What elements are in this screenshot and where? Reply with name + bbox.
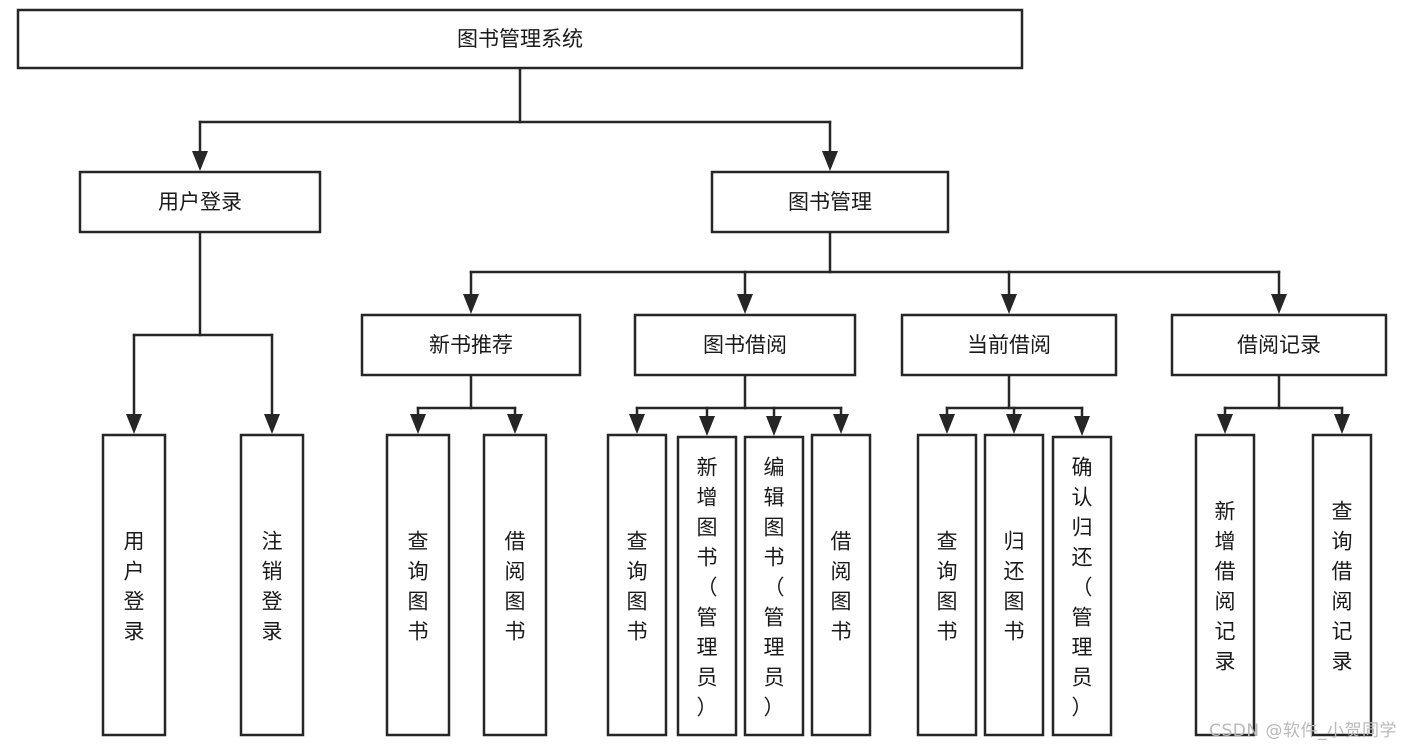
arrow-head-icon: [737, 294, 753, 314]
node-label: 新增借阅记录: [1215, 499, 1236, 673]
node-label: 当前借阅: [967, 333, 1051, 357]
node-label: 借阅图书: [505, 529, 526, 643]
connector-layer: [126, 66, 1350, 436]
node-label: 用户登录: [158, 190, 242, 214]
node-box: [983, 433, 1045, 737]
arrow-head-icon: [766, 416, 782, 436]
node-leaf-borrow-book-1[interactable]: 借阅图书: [482, 433, 548, 737]
node-leaf-edit-book[interactable]: 编辑图书（管理员）: [743, 435, 805, 737]
node-label: 查询图书: [627, 529, 648, 643]
node-box: [710, 170, 950, 234]
node-label: 注销登录: [262, 529, 283, 643]
node-leaf-return-book[interactable]: 归还图书: [983, 433, 1045, 737]
arrow-head-icon: [463, 294, 479, 314]
node-label: 归还图书: [1004, 529, 1025, 643]
node-leaf-query-record[interactable]: 查询借阅记录: [1311, 433, 1373, 737]
node-box: [482, 433, 548, 737]
node-label: 图书借阅: [703, 333, 787, 357]
node-box: [1051, 435, 1113, 737]
node-book-borrow[interactable]: 图书借阅: [633, 313, 857, 377]
arrow-head-icon: [1006, 414, 1022, 434]
arrow-head-icon: [264, 414, 280, 434]
node-leaf-query-book-1[interactable]: 查询图书: [385, 433, 451, 737]
node-leaf-query-book-3[interactable]: 查询图书: [916, 433, 978, 737]
arrow-head-icon: [192, 151, 208, 171]
node-box: [78, 170, 322, 234]
node-box: [900, 313, 1118, 377]
node-label: 新书推荐: [429, 333, 513, 357]
node-box: [385, 433, 451, 737]
node-label: 借阅图书: [831, 529, 852, 643]
node-box: [1311, 433, 1373, 737]
arrow-head-icon: [1271, 294, 1287, 314]
node-label: 确认归还（管理员）: [1072, 455, 1093, 719]
arrow-head-icon: [699, 416, 715, 436]
arrow-head-icon: [833, 414, 849, 434]
node-book-manage[interactable]: 图书管理: [710, 170, 950, 234]
node-box: [1170, 313, 1388, 377]
arrow-head-icon: [1334, 414, 1350, 434]
node-label: 借阅记录: [1237, 333, 1321, 357]
node-box: [606, 433, 668, 737]
node-label: 查询图书: [408, 529, 429, 643]
node-label: 图书管理: [788, 190, 872, 214]
node-box: [633, 313, 857, 377]
node-leaf-query-book-2[interactable]: 查询图书: [606, 433, 668, 737]
node-label: 编辑图书（管理员）: [764, 455, 785, 719]
node-leaf-confirm-return[interactable]: 确认归还（管理员）: [1051, 435, 1113, 737]
arrow-head-icon: [1217, 414, 1233, 434]
arrow-head-icon: [126, 414, 142, 434]
arrow-head-icon: [507, 414, 523, 434]
node-box: [239, 433, 305, 737]
node-leaf-logout[interactable]: 注销登录: [239, 433, 305, 737]
node-box: [1194, 433, 1256, 737]
node-box: [16, 8, 1024, 70]
arrow-head-icon: [822, 151, 838, 171]
node-user-login[interactable]: 用户登录: [78, 170, 322, 234]
node-box: [916, 433, 978, 737]
node-box: [360, 313, 582, 377]
node-box: [101, 433, 167, 737]
arrow-head-icon: [939, 414, 955, 434]
node-label: 图书管理系统: [457, 27, 583, 51]
node-leaf-add-book[interactable]: 新增图书（管理员）: [676, 435, 738, 737]
node-label: 新增图书（管理员）: [697, 455, 718, 719]
arrow-head-icon: [1001, 294, 1017, 314]
arrow-head-icon: [1074, 416, 1090, 436]
node-label: 查询图书: [937, 529, 958, 643]
node-box: [743, 435, 805, 737]
node-box: [676, 435, 738, 737]
node-box: [810, 433, 872, 737]
node-current-borrow[interactable]: 当前借阅: [900, 313, 1118, 377]
node-leaf-add-record[interactable]: 新增借阅记录: [1194, 433, 1256, 737]
node-borrow-record[interactable]: 借阅记录: [1170, 313, 1388, 377]
node-label: 用户登录: [124, 529, 145, 643]
arrow-head-icon: [629, 414, 645, 434]
node-root[interactable]: 图书管理系统: [16, 8, 1024, 70]
node-leaf-borrow-book-2[interactable]: 借阅图书: [810, 433, 872, 737]
arrow-head-icon: [410, 414, 426, 434]
node-label: 查询借阅记录: [1332, 499, 1353, 673]
node-new-book-rec[interactable]: 新书推荐: [360, 313, 582, 377]
node-layer: 图书管理系统用户登录图书管理新书推荐图书借阅当前借阅借阅记录用户登录注销登录查询…: [16, 8, 1388, 737]
node-leaf-user-login[interactable]: 用户登录: [101, 433, 167, 737]
